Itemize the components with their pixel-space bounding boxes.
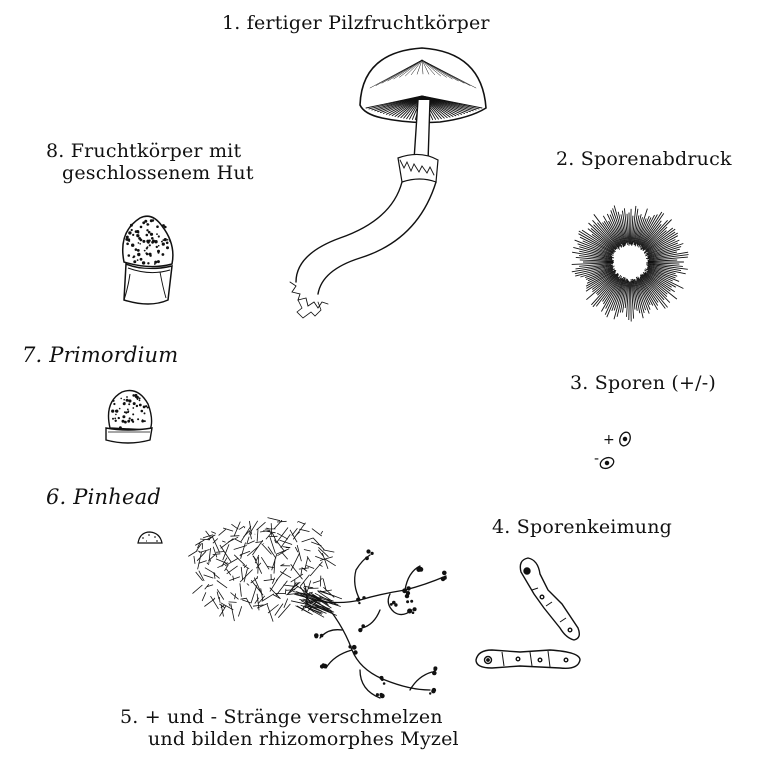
spores-illustration: + - bbox=[594, 431, 632, 471]
rhizomorphic-mycelium-illustration bbox=[188, 518, 447, 699]
spore-plus-sign: + bbox=[603, 432, 615, 448]
mature-mushroom-illustration bbox=[290, 48, 486, 318]
spore-minus-sign: - bbox=[594, 451, 599, 467]
spore-print-illustration bbox=[570, 202, 690, 322]
pinhead-illustration bbox=[138, 532, 162, 543]
spore-germination-illustration bbox=[476, 558, 580, 668]
primordium-illustration bbox=[106, 391, 152, 444]
closed-cap-fruiting-body-illustration bbox=[123, 216, 173, 304]
